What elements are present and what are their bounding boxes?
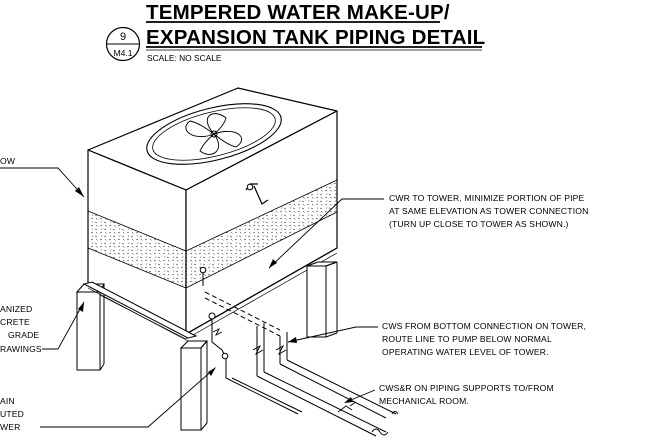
fan-icon <box>146 103 282 165</box>
svg-text:(TURN UP CLOSE TO TOWER AS SHO: (TURN UP CLOSE TO TOWER AS SHOWN.) <box>389 219 569 229</box>
scale-note: SCALE: NO SCALE <box>147 53 222 63</box>
note-left-tower: OW <box>0 156 16 166</box>
svg-text:AIN: AIN <box>0 396 15 406</box>
svg-text:OPERATING WATER LEVEL OF TOWER: OPERATING WATER LEVEL OF TOWER. <box>382 347 549 357</box>
svg-text:ANIZED: ANIZED <box>0 304 32 314</box>
note-left-concrete: ANIZED CRETE GRADE RAWINGS <box>0 304 42 354</box>
svg-text:CWR TO TOWER, MINIMIZE PORTION: CWR TO TOWER, MINIMIZE PORTION OF PIPE <box>389 193 585 203</box>
note-cwr-to-tower: CWR TO TOWER, MINIMIZE PORTION OF PIPE A… <box>389 193 588 229</box>
title-line-2: EXPANSION TANK PIPING DETAIL <box>146 26 485 49</box>
title-block: TEMPERED WATER MAKE-UP/ EXPANSION TANK P… <box>105 1 485 63</box>
svg-text:CWS&R ON PIPING SUPPORTS TO/FR: CWS&R ON PIPING SUPPORTS TO/FROM <box>379 383 554 393</box>
tower-support-legs <box>75 261 338 431</box>
svg-text:CRETE: CRETE <box>0 317 30 327</box>
piping <box>199 183 399 437</box>
detail-number: 9 <box>120 31 126 43</box>
svg-text:GRADE: GRADE <box>8 330 39 340</box>
title-line-1: TEMPERED WATER MAKE-UP/ <box>146 1 450 24</box>
svg-text:WER: WER <box>0 422 21 432</box>
svg-text:UTED: UTED <box>0 409 24 419</box>
detail-callout-bubble: 9 M4.1 <box>105 26 141 62</box>
svg-text:ROUTE LINE TO PUMP BELOW NORMA: ROUTE LINE TO PUMP BELOW NORMAL <box>382 334 552 344</box>
note-left-drain: AIN UTED WER <box>0 396 24 432</box>
svg-text:CWS FROM BOTTOM CONNECTION ON: CWS FROM BOTTOM CONNECTION ON TOWER, <box>382 321 586 331</box>
note-cwsr-piping-supports: CWS&R ON PIPING SUPPORTS TO/FROM MECHANI… <box>379 383 554 406</box>
note-cws-from-tower: CWS FROM BOTTOM CONNECTION ON TOWER, ROU… <box>382 321 586 357</box>
svg-text:RAWINGS: RAWINGS <box>0 344 42 354</box>
svg-text:OW: OW <box>0 156 16 166</box>
leader-lines <box>0 167 384 428</box>
cooling-tower <box>87 87 338 340</box>
svg-text:MECHANICAL ROOM.: MECHANICAL ROOM. <box>379 396 469 406</box>
sheet-number: M4.1 <box>113 48 132 58</box>
svg-text:AT SAME ELEVATION AS TOWER CON: AT SAME ELEVATION AS TOWER CONNECTION <box>389 206 588 216</box>
